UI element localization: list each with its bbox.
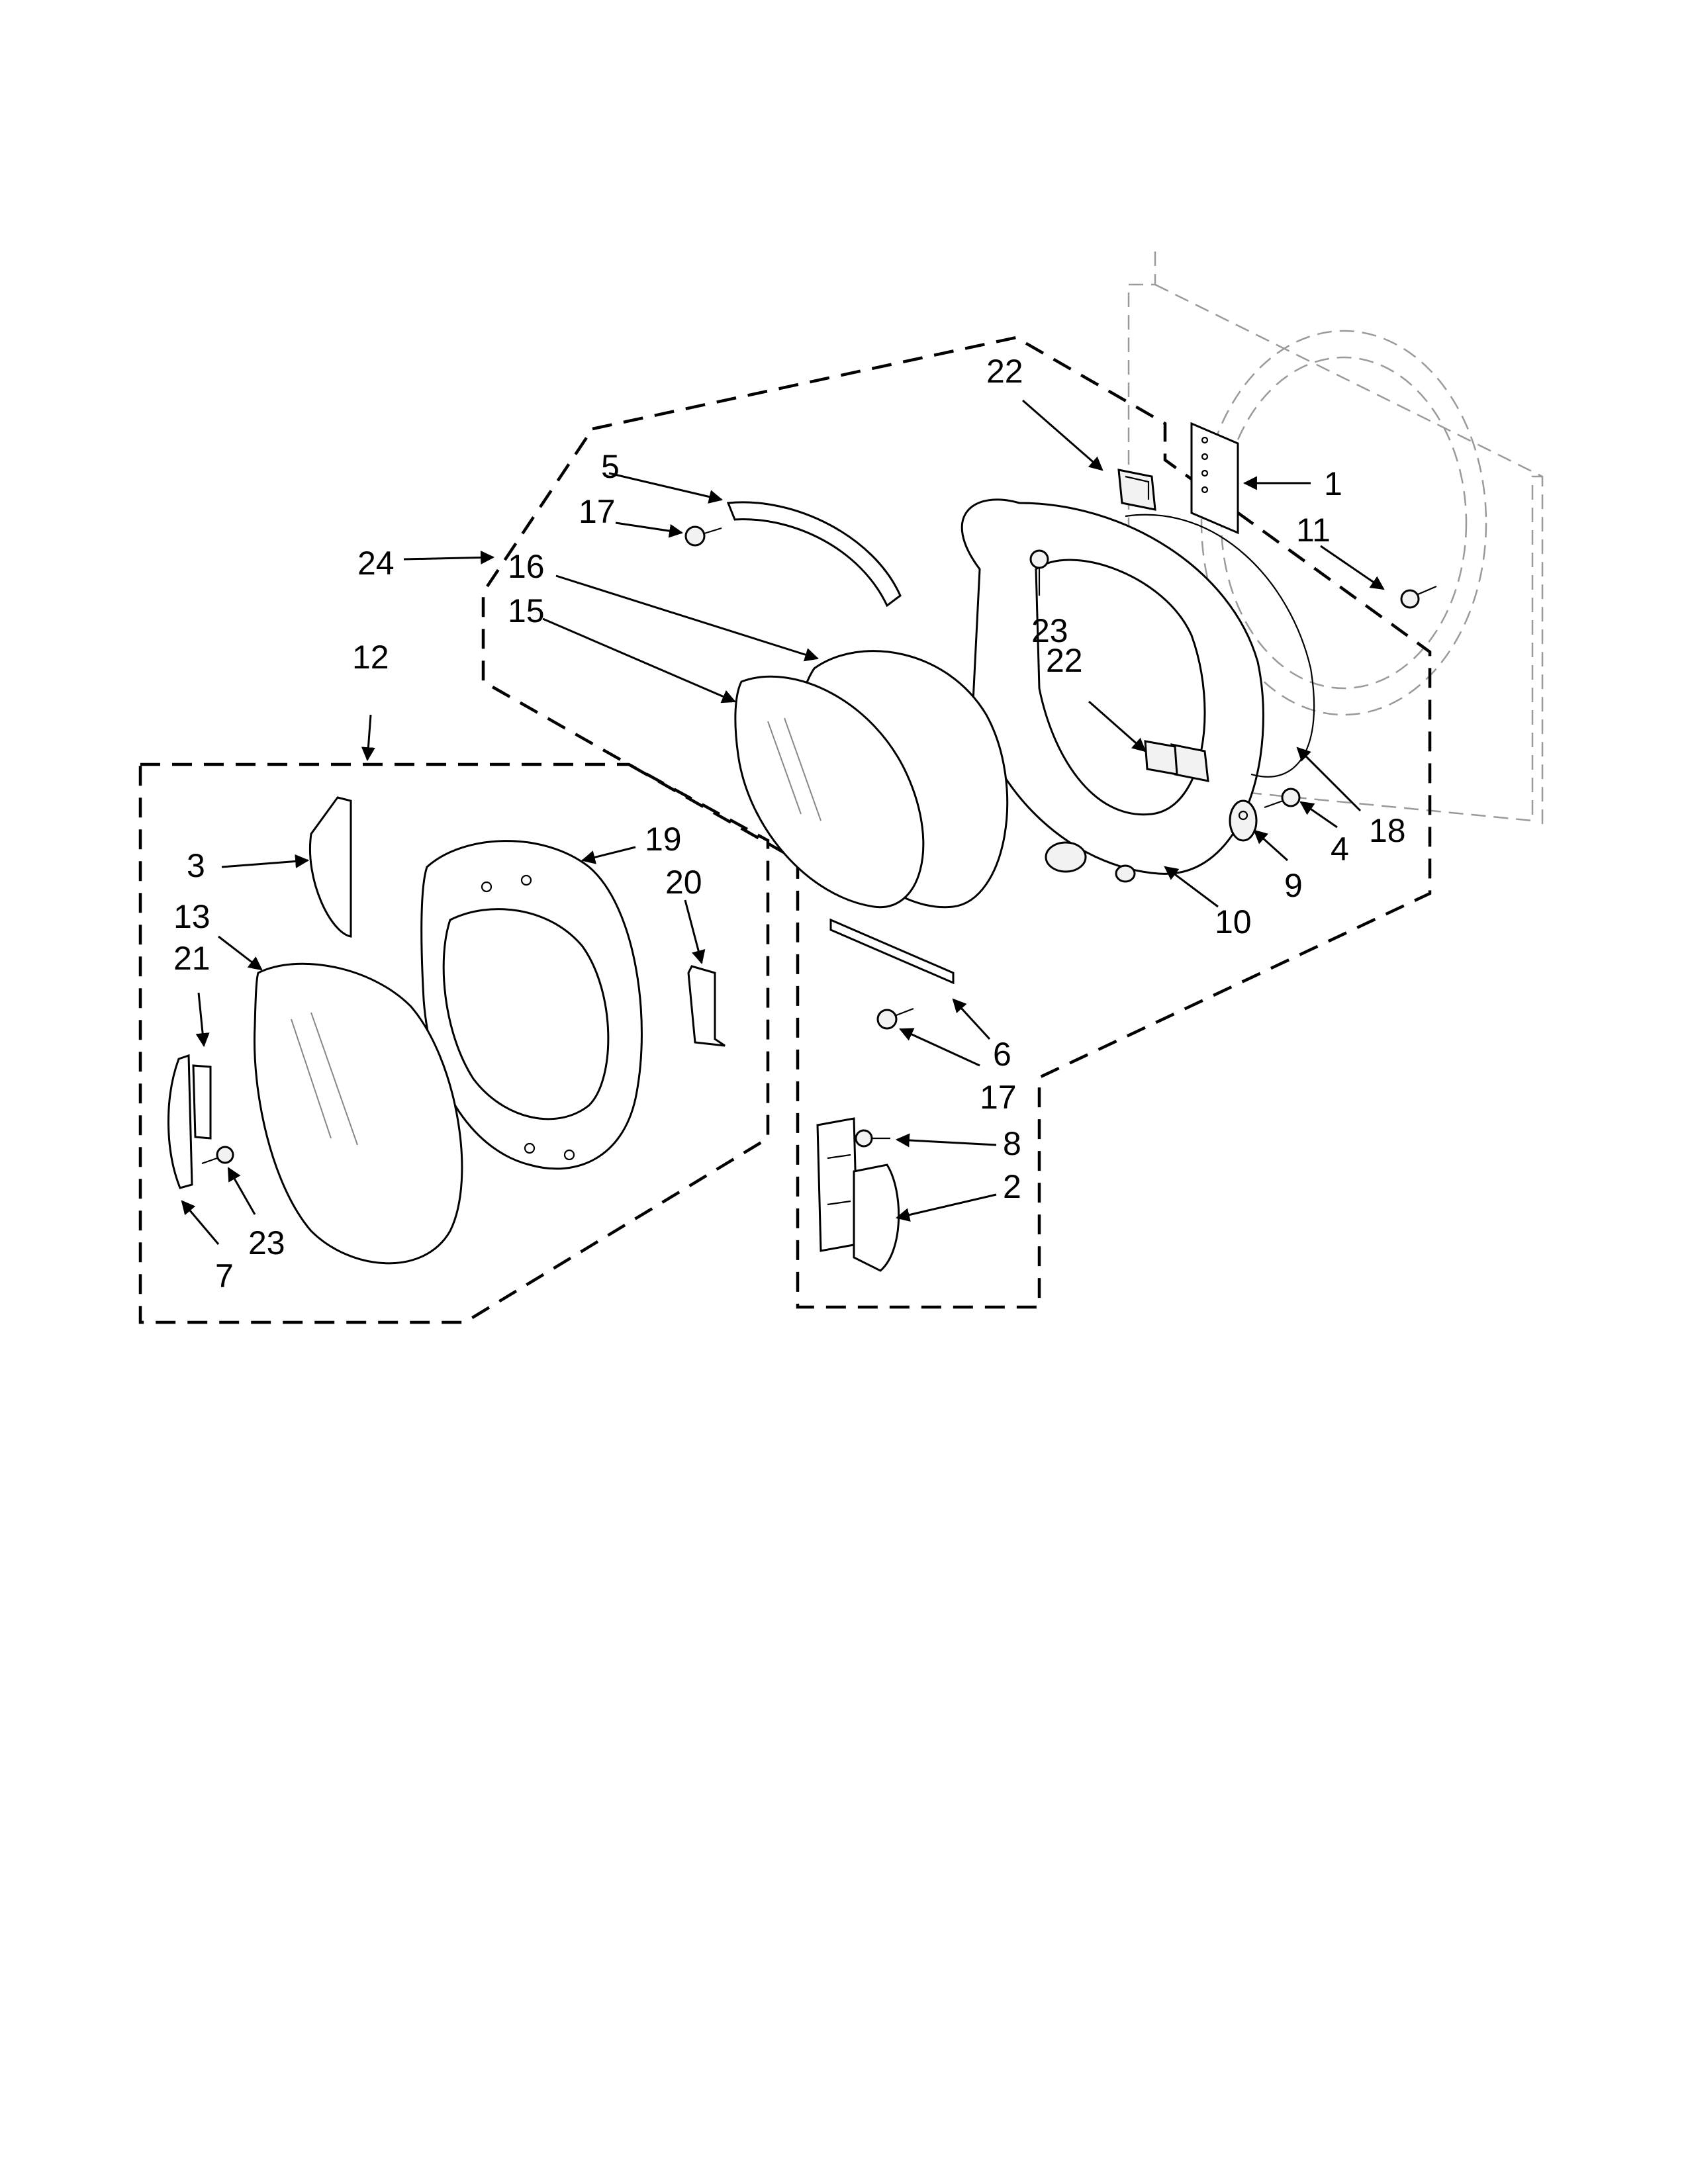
cabinet-outline bbox=[1127, 251, 1544, 827]
callout-22a: 22 bbox=[986, 353, 1023, 390]
part-8-screw bbox=[855, 1129, 890, 1148]
callout-21: 21 bbox=[173, 940, 211, 977]
callout-1: 1 bbox=[1324, 465, 1342, 502]
callout-labels: 1 2 3 4 5 6 7 8 9 10 11 12 13 15 16 17 1… bbox=[173, 353, 1406, 1295]
callout-6: 6 bbox=[993, 1036, 1011, 1073]
callout-9: 9 bbox=[1284, 867, 1303, 904]
callout-18: 18 bbox=[1369, 812, 1406, 849]
callout-22b: 22 bbox=[1046, 642, 1083, 679]
assembly-24-boundary bbox=[481, 336, 1432, 1309]
callout-17b: 17 bbox=[980, 1079, 1017, 1116]
part-1-vent-strip bbox=[1190, 422, 1239, 535]
part-10-front-panel bbox=[961, 498, 1264, 883]
part-22-latch-upper bbox=[1117, 469, 1156, 511]
part-3-handle-cover bbox=[309, 796, 352, 938]
part-23-screw-lower bbox=[201, 1146, 234, 1165]
callout-19: 19 bbox=[645, 821, 682, 858]
part-22-latch-lower bbox=[1144, 740, 1178, 776]
callout-5: 5 bbox=[601, 448, 620, 485]
callout-4: 4 bbox=[1331, 831, 1349, 868]
part-20-strike bbox=[687, 965, 726, 1047]
callout-12: 12 bbox=[352, 639, 389, 676]
part-11-screw bbox=[1400, 585, 1437, 609]
part-5-bracket bbox=[726, 501, 902, 608]
callout-3: 3 bbox=[187, 847, 205, 884]
callout-16: 16 bbox=[508, 548, 545, 585]
callout-23b: 23 bbox=[248, 1224, 285, 1261]
part-19-inner-door bbox=[420, 840, 643, 1170]
assembly-12-boundary bbox=[138, 762, 770, 1324]
callout-17a: 17 bbox=[579, 493, 616, 530]
part-13-outer-door bbox=[254, 962, 463, 1265]
part-4-screw bbox=[1264, 788, 1301, 809]
part-2-hinge bbox=[816, 1117, 900, 1272]
part-17-screw-upper bbox=[684, 525, 722, 547]
part-23-screw-upper bbox=[1029, 549, 1049, 596]
callout-10: 10 bbox=[1215, 903, 1252, 940]
callout-24: 24 bbox=[357, 545, 395, 582]
callout-20: 20 bbox=[665, 864, 702, 901]
callout-23a: 23 bbox=[1031, 612, 1068, 649]
part-21-handle-insert bbox=[192, 1064, 212, 1140]
part-9-washer bbox=[1229, 799, 1258, 842]
part-6-hinge-bar bbox=[829, 918, 955, 985]
part-15-door-glass bbox=[734, 675, 925, 909]
callout-11: 11 bbox=[1296, 512, 1331, 549]
part-18-gasket bbox=[1125, 514, 1315, 778]
callout-13: 13 bbox=[173, 898, 211, 935]
callout-7: 7 bbox=[215, 1257, 234, 1295]
leader-lines bbox=[181, 399, 1385, 1245]
part-17-screw-lower bbox=[876, 1007, 914, 1030]
part-7-handle bbox=[167, 1054, 193, 1189]
callout-15: 15 bbox=[508, 592, 545, 629]
callout-2: 2 bbox=[1003, 1168, 1021, 1205]
callout-8: 8 bbox=[1003, 1125, 1021, 1162]
